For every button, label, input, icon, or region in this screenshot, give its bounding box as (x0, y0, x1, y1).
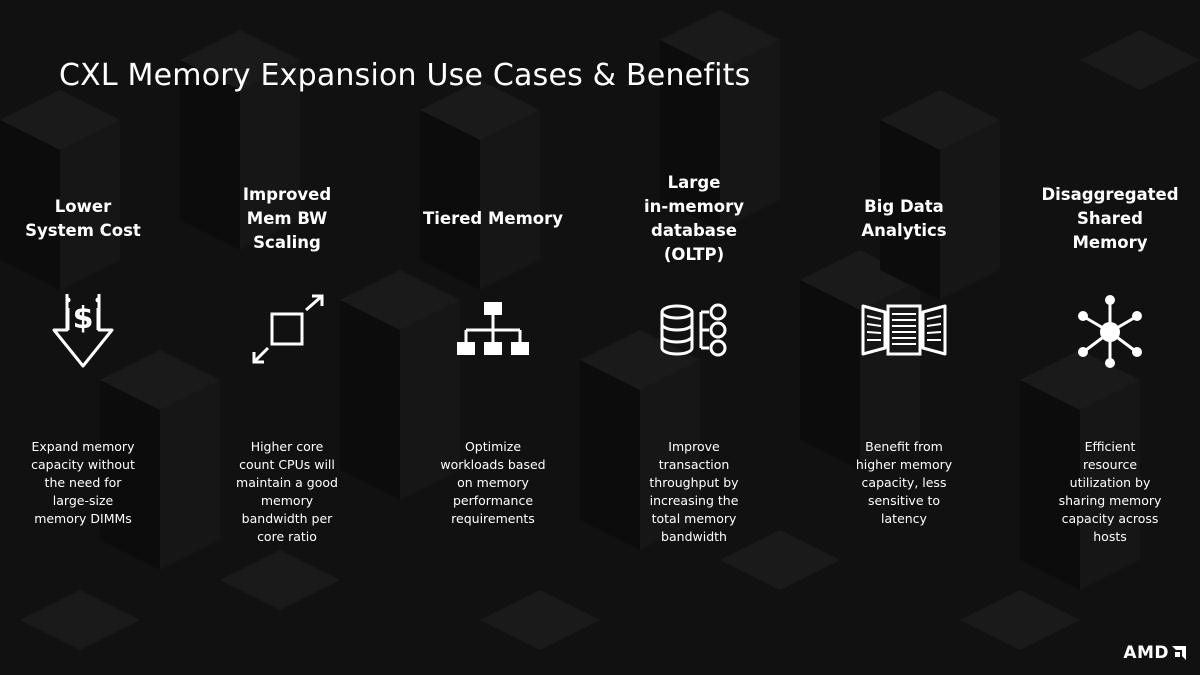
use-case-heading: Tiered Memory (422, 209, 564, 228)
svg-text:$: $ (73, 301, 94, 336)
use-case-description: Efficient resource utilization by sharin… (1058, 439, 1162, 544)
use-case-in-memory-database: Large in-memory database (OLTP) Improve … (619, 0, 769, 675)
use-case-tiered-memory: Tiered Memory Optimize workloads based o… (418, 0, 568, 675)
use-case-heading: Disaggregated Shared Memory (1041, 185, 1179, 252)
amd-logo: AMD (1123, 643, 1186, 663)
use-case-description: Optimize workloads based on memory perfo… (440, 439, 546, 526)
use-case-big-data-analytics: Big Data Analytics (829, 0, 979, 675)
use-case-description: Benefit from higher memory capacity, les… (855, 439, 953, 526)
use-case-description: Expand memory capacity without the need … (31, 439, 135, 526)
use-case-disaggregated-shared-memory: Disaggregated Shared Memory (1035, 0, 1185, 675)
hub-network-icon (1065, 290, 1155, 370)
use-case-heading: Large in-memory database (OLTP) (643, 173, 745, 264)
logo-text: AMD (1123, 643, 1169, 663)
dollar-down-arrow-icon: $ (38, 290, 128, 370)
use-case-lower-system-cost: Lower System Cost $ Expand memory capaci… (8, 0, 158, 675)
use-case-heading: Improved Mem BW Scaling (242, 185, 332, 252)
slide-title: CXL Memory Expansion Use Cases & Benefit… (59, 58, 751, 93)
use-case-mem-bw-scaling: Improved Mem BW Scaling Higher core coun… (212, 0, 362, 675)
expand-square-icon (242, 290, 332, 370)
hierarchy-icon (448, 290, 538, 370)
database-icon (649, 290, 739, 370)
server-racks-icon (859, 290, 949, 370)
use-case-heading: Lower System Cost (25, 197, 141, 240)
use-case-description: Improve transaction throughput by increa… (649, 439, 739, 544)
amd-arrow-icon (1172, 646, 1186, 660)
use-case-heading: Big Data Analytics (861, 197, 947, 240)
use-case-description: Higher core count CPUs will maintain a g… (236, 439, 338, 544)
